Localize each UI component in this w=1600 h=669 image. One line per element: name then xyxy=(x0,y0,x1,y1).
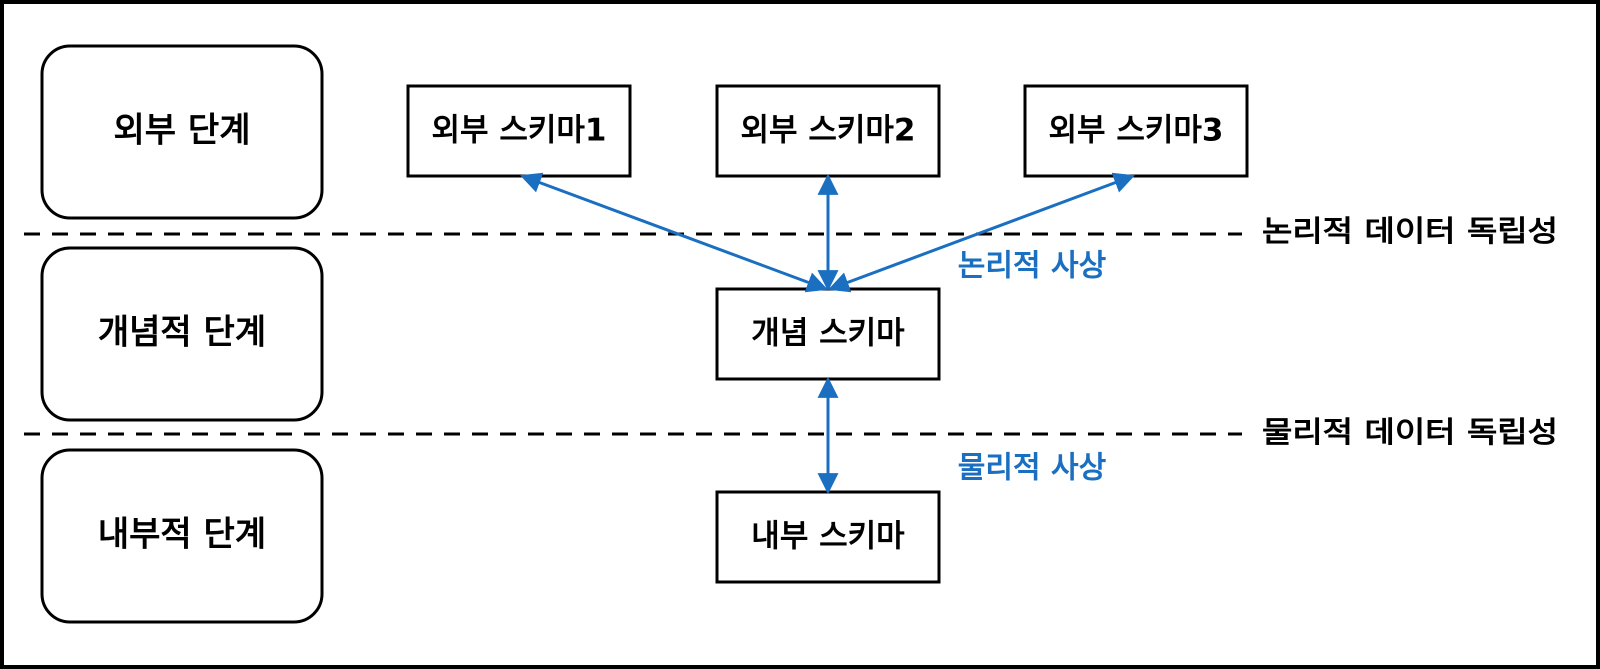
physical-mapping-label: 물리적 사상 xyxy=(958,451,1107,486)
conceptual-level-box xyxy=(40,246,324,422)
external-schema-3-label: 외부 스키마3 xyxy=(1049,113,1224,149)
logical-mapping-label: 논리적 사상 xyxy=(958,249,1107,284)
conceptual-schema-label: 개념 스키마 xyxy=(751,316,905,352)
internal-schema-label: 내부 스키마 xyxy=(751,519,905,555)
external-schema-1-box xyxy=(406,84,632,178)
internal-level-label: 내부적 단계 xyxy=(98,515,266,555)
internal-schema-box xyxy=(715,490,941,584)
external-schema-3-box xyxy=(1023,84,1249,178)
mapping-arrow-external-3 xyxy=(828,172,1135,293)
external-schema-1-label: 외부 스키마1 xyxy=(432,113,607,149)
logical-independence-label: 논리적 데이터 독립성 xyxy=(1262,214,1558,248)
conceptual-level-label: 개념적 단계 xyxy=(98,313,266,353)
external-level-box xyxy=(40,44,324,220)
physical-independence-label: 물리적 데이터 독립성 xyxy=(1262,415,1558,449)
external-schema-2-label: 외부 스키마2 xyxy=(741,113,916,149)
mapping-arrow-external-1 xyxy=(520,172,828,293)
external-level-label: 외부 단계 xyxy=(114,111,251,151)
internal-level-box xyxy=(40,448,324,624)
